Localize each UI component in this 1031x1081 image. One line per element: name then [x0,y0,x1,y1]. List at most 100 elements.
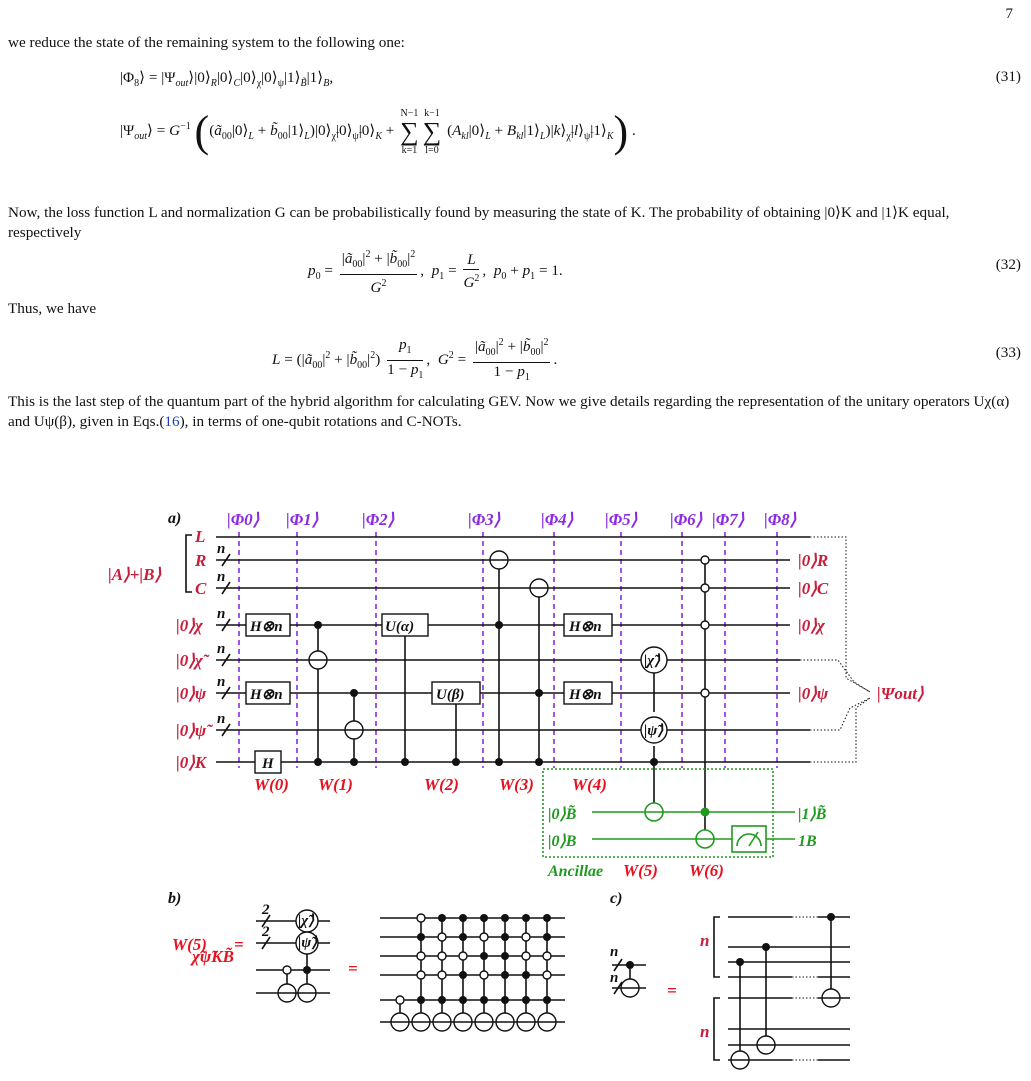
anti-control-dot [479,932,489,942]
control-dot [417,996,425,1004]
svg-text:n: n [217,569,225,585]
anti-control-dot [479,970,489,980]
control-dot [501,933,509,941]
input-bracket [185,534,192,593]
anti-control-dot [395,995,405,1005]
input-labels: |A⟩+|B⟩ L R C |0⟩χ |0⟩χ̃ |0⟩ψ |0⟩ψ̃ |0⟩K [108,527,213,772]
control-dot [438,996,446,1004]
bus-markers: n n n n n n [217,541,231,737]
stage-label: |Φ1⟩ [286,510,319,529]
svg-text:W(4): W(4) [572,775,607,794]
svg-text:1B: 1B [798,833,817,850]
svg-text:R: R [194,551,206,570]
svg-text:U(α): U(α) [385,619,414,635]
control-dot [480,996,488,1004]
paragraph-intro: we reduce the state of the remaining sys… [8,34,405,51]
control-dot [522,971,530,979]
svg-text:W(0): W(0) [254,775,289,794]
svg-text:n: n [217,641,225,657]
control-dot [480,952,488,960]
paragraph-measurement: Now, the loss function L and normalizati… [8,204,950,241]
output-state-label: |Ψout⟩ [877,684,924,703]
control-dot [438,914,446,922]
qubit-wires [216,536,810,763]
panel-c-label: c) [610,890,622,907]
output-brace [800,536,871,763]
svg-text:n: n [700,1022,709,1041]
svg-text:H⊗n: H⊗n [249,687,283,703]
paragraph-thus: Thus, we have [8,300,97,317]
equation-reference-link[interactable]: 16 [164,413,180,430]
anti-control-dot [416,913,426,923]
svg-text:χ̃ψ̃KB̃: χ̃ψ̃KB̃ [190,947,234,966]
svg-text:|0⟩B: |0⟩B [548,833,577,850]
control-dot [543,914,551,922]
svg-text:n: n [217,541,225,557]
svg-text:=: = [667,981,677,1000]
anti-control-dot [416,970,426,980]
anti-control-dot [521,932,531,942]
control-dot [543,933,551,941]
svg-text:|1⟩B̃: |1⟩B̃ [798,804,827,823]
control-dot [501,971,509,979]
stage-label: |Φ6⟩ [670,510,703,529]
svg-text:|0⟩χ: |0⟩χ [798,616,826,635]
svg-text:U(β): U(β) [436,687,465,703]
anti-control-dot [437,970,447,980]
measurement-meter [731,825,767,853]
svg-text:W(3): W(3) [499,775,534,794]
hadamard-gates: H⊗n H⊗n H H⊗n H⊗n [245,613,613,774]
svg-text:2: 2 [261,924,270,940]
svg-text:n: n [217,606,225,622]
svg-text:|0⟩ψ: |0⟩ψ [798,684,829,703]
panel-b-expanded [380,913,565,1032]
control-dot [459,996,467,1004]
svg-text:W(5): W(5) [623,861,658,880]
page-number: 7 [1005,6,1014,22]
control-dot [501,996,509,1004]
svg-text:W(6): W(6) [689,861,724,880]
svg-text:=: = [348,959,358,978]
svg-text:H⊗n: H⊗n [568,619,602,635]
svg-text:W(2): W(2) [424,775,459,794]
panel-b-circuit: W(5) χ̃ψ̃KB̃ = 2 2 |χ̃⟩ |ψ̃⟩ = [172,902,358,1003]
stage-label: |Φ0⟩ [227,510,260,529]
operation-labels: W(0) W(1) W(2) W(3) W(4) W(5) W(6) [254,775,724,880]
svg-text:W(1): W(1) [318,775,353,794]
anti-control-dot [437,951,447,961]
control-dot [522,914,530,922]
controlled-not-block-6 [700,555,710,839]
panel-b-label: b) [168,890,181,907]
svg-text:|0⟩K: |0⟩K [176,753,208,772]
svg-text:|0⟩B̃: |0⟩B̃ [548,804,577,823]
svg-text:|0⟩R: |0⟩R [798,551,828,570]
svg-text:|0⟩χ̃: |0⟩χ̃ [176,651,210,670]
svg-text:H⊗n: H⊗n [249,619,283,635]
anti-control-dot [521,951,531,961]
equation-31-number: (31) [995,68,1021,85]
svg-text:H⊗n: H⊗n [568,687,602,703]
svg-text:|χ̃⟩: |χ̃⟩ [644,653,661,669]
svg-text:H: H [261,756,275,772]
anti-control-dot [437,932,447,942]
equation-32-number: (32) [995,256,1021,273]
svg-text:|ψ̃⟩: |ψ̃⟩ [298,935,318,951]
anti-control-dot [542,970,552,980]
svg-text:W(5): W(5) [172,935,207,954]
stage-label: |Φ3⟩ [468,510,501,529]
input-group-label: |A⟩+|B⟩ [108,565,161,584]
controlled-not-block-3 [489,550,549,766]
svg-text:=: = [234,935,244,954]
svg-text:|χ̃⟩: |χ̃⟩ [298,913,315,929]
stage-lines [238,532,778,768]
stage-label: |Φ8⟩ [764,510,797,529]
panel-a-label: a) [168,510,181,527]
control-dot [459,914,467,922]
svg-text:Ancillae: Ancillae [547,863,603,880]
controlled-not-block-1 [308,621,364,766]
ancillae-box [542,768,774,858]
anti-control-dot [458,951,468,961]
svg-text:|0⟩C: |0⟩C [798,579,829,598]
